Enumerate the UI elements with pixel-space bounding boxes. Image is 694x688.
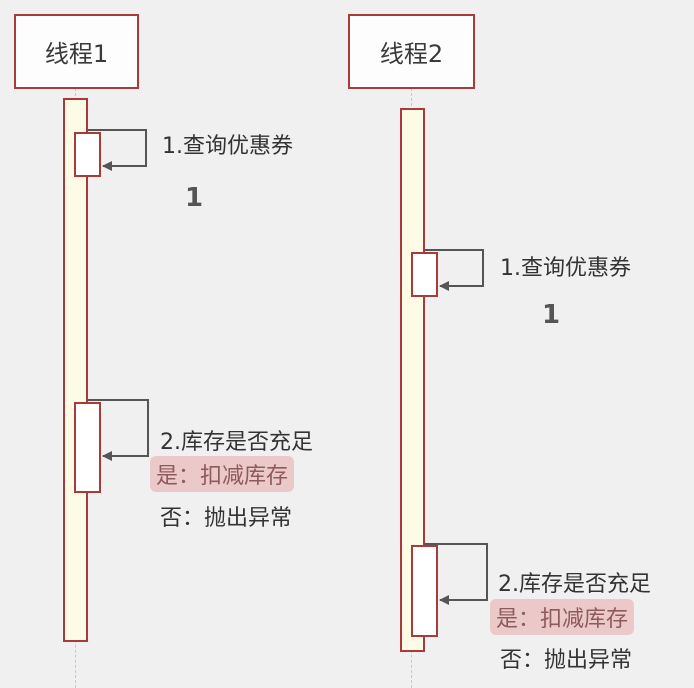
step1-label-thread1: 1.查询优惠券 (162, 134, 293, 159)
participant-thread1: 线程1 (14, 14, 139, 89)
self-call-box-stock-thread1 (74, 402, 101, 493)
self-call-box-stock-thread2 (411, 545, 438, 637)
self-call-box-query-thread2 (411, 252, 438, 297)
step2-no-branch-thread2: 否：抛出异常 (500, 648, 633, 673)
self-call-box-query-thread1 (74, 132, 101, 177)
step2-no-branch-thread1: 否：抛出异常 (160, 506, 293, 531)
step2-label-thread2: 2.库存是否充足 (498, 572, 651, 597)
step2-label-thread1: 2.库存是否充足 (160, 430, 313, 455)
step2-yes-branch-thread2: 是：扣减库存 (490, 599, 635, 635)
activation-thread1 (63, 98, 88, 642)
step1-count-thread1: 1 (185, 183, 204, 213)
step1-label-thread2: 1.查询优惠券 (500, 256, 631, 281)
participant-thread2: 线程2 (348, 14, 475, 89)
step1-count-thread2: 1 (542, 300, 561, 330)
step2-yes-branch-thread1: 是：扣减库存 (150, 456, 295, 492)
